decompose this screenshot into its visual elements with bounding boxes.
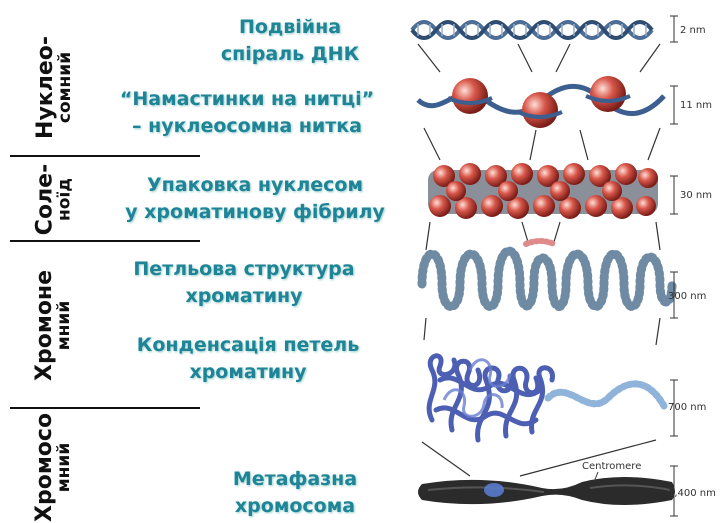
solenoid-fiber	[428, 163, 658, 219]
scale-label-2nm: 2 nm	[680, 25, 706, 36]
scale-bars	[670, 16, 678, 516]
dna-double-helix	[412, 22, 652, 38]
scale-label-700nm: 700 nm	[668, 402, 706, 413]
scale-label-1400nm: 1,400 nm	[668, 488, 716, 499]
chromatin-loops	[422, 241, 672, 307]
metaphase-chromosome: Centromere	[418, 461, 675, 505]
scale-label-30nm: 30 nm	[680, 190, 712, 201]
scale-labels: 2 nm 11 nm 30 nm 300 nm 700 nm 1,400 nm	[668, 25, 716, 499]
condensed-loops	[429, 356, 664, 440]
centromere-label: Centromere	[582, 461, 641, 472]
scale-label-11nm: 11 nm	[680, 100, 712, 111]
beads-on-string	[418, 76, 664, 128]
scale-label-300nm: 300 nm	[668, 291, 706, 302]
